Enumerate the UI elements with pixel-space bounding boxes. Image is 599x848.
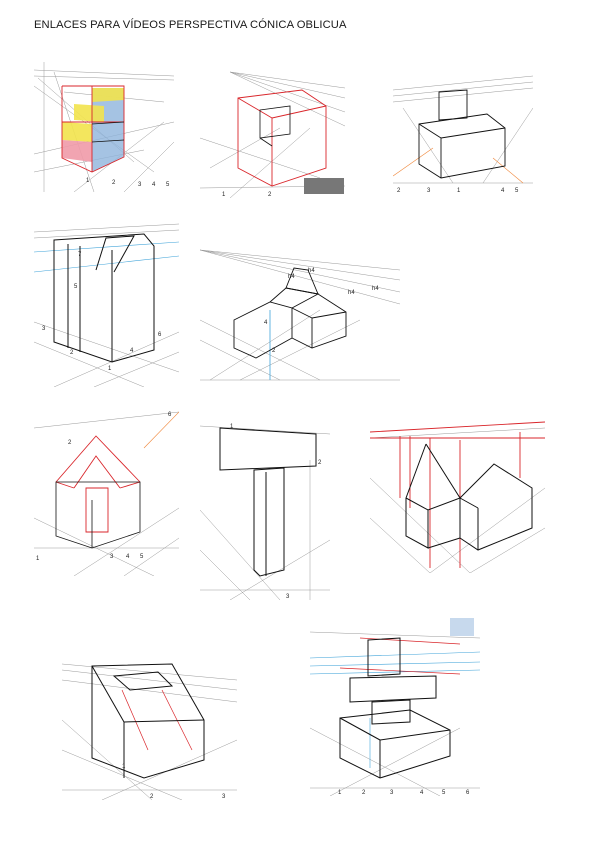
figure-number-label: 4 [264,320,268,326]
figure-number-label: 3 [42,326,46,332]
figure-number-label: h4 [372,286,379,292]
video-thumbnail-3[interactable]: 2 3 1 4 5 [393,68,533,198]
figure-number-label: 1 [338,790,342,796]
figure-number-label: 2 [112,180,116,186]
figure-number-label: 4 [130,348,134,354]
figure-number-label: 1 [457,188,461,194]
video-thumbnail-1[interactable]: 1 2 3 4 5 [34,62,174,192]
figure-number-label: 2 [362,790,366,796]
figure-number-label: 3 [110,554,114,560]
figure-number-label: 3 [390,790,394,796]
figure-number-label: 4 [501,188,505,194]
figure-number-label: 4 [152,182,156,188]
figure-number-label: 3 [286,594,290,600]
figure-number-label: 6 [168,412,172,418]
figure-number-label: 2 [397,188,401,194]
figure-number-label: 6 [158,332,162,338]
figure-number-label: 1 [122,764,126,770]
video-thumbnail-7[interactable]: 1 2 3 [200,420,330,600]
figure-number-label: 1 [86,178,90,184]
figure-number-label: 2 [70,350,74,356]
figure-number-label: 3 [427,188,431,194]
video-thumbnail-5[interactable]: h4 h4 h4 h4 2 4 [200,240,400,385]
figure-number-label: 2 [318,460,322,466]
figure-number-label: 6 [466,790,470,796]
figure-number-label: 5 [74,284,78,290]
video-thumbnail-10[interactable]: 1 2 3 4 5 6 [310,618,480,796]
video-thumbnail-9[interactable]: 1 2 3 [62,650,237,800]
page-title: ENLACES PARA VÍDEOS PERSPECTIVA CÓNICA O… [34,19,347,31]
figure-number-label: 5 [515,188,519,194]
figure-number-label: 2 [150,794,154,800]
figure-number-label: 2 [268,192,272,198]
figure-number-label: 5 [140,554,144,560]
figure-number-label: 2 [272,348,276,354]
figure-number-label: 1 [108,366,112,372]
figure-number-label: 5 [166,182,170,188]
figure-number-label: 4 [420,790,424,796]
figure-number-label: 3 [222,794,226,800]
figure-number-label: 1 [222,192,226,198]
video-thumbnail-6[interactable]: 2 1 3 4 5 6 [34,408,179,576]
figure-number-label: h4 [348,290,355,296]
figure-number-label: h4 [308,268,315,274]
figure-number-label: 1 [36,556,40,562]
figure-number-label: 7 [78,252,82,258]
video-thumbnail-8[interactable] [370,418,545,573]
figure-number-label: 2 [68,440,72,446]
figure-number-label: 5 [442,790,446,796]
figure-number-label: h4 [288,274,295,280]
video-thumbnail-4[interactable]: 7 5 3 2 1 4 6 [34,222,179,387]
figure-number-label: 3 [138,182,142,188]
figure-number-label: 1 [230,424,234,430]
figure-number-label: 4 [126,554,130,560]
